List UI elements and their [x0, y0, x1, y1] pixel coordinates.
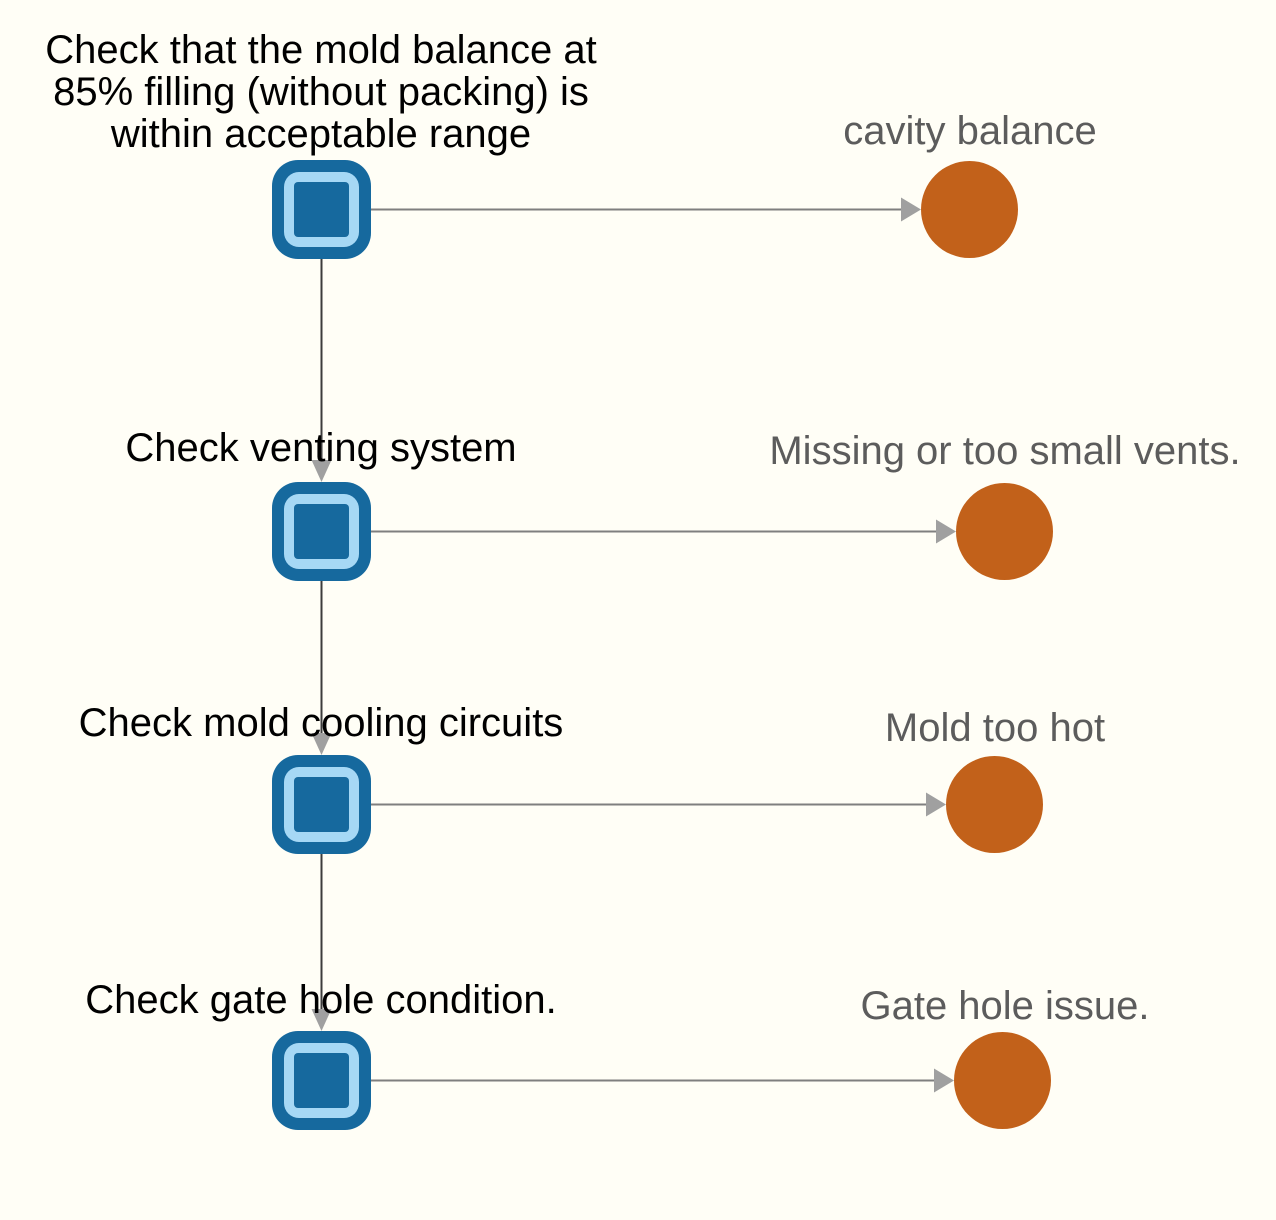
task-label-3: Check mold cooling circuits [78, 701, 564, 745]
task-node-3[interactable] [272, 755, 371, 854]
task-node-3-ring [284, 767, 359, 842]
outcome-label-3: Mold too hot [884, 706, 1106, 750]
task-node-2[interactable] [272, 482, 371, 581]
task-label-2: Check venting system [125, 426, 517, 470]
outcome-label-2: Missing or too small vents. [769, 429, 1241, 473]
arrow-task3-to-outcome3 [371, 792, 946, 817]
task-node-1[interactable] [272, 160, 371, 259]
task-node-1-ring [284, 172, 359, 247]
task-node-2-core [294, 504, 349, 559]
task-node-2-ring [284, 494, 359, 569]
arrow-task4-to-outcome4 [371, 1068, 954, 1093]
outcome-node-1[interactable] [921, 161, 1018, 258]
task-node-4-ring [284, 1043, 359, 1118]
task-node-4[interactable] [272, 1031, 371, 1130]
arrow-task2-to-outcome2 [371, 519, 956, 544]
outcome-label-4: Gate hole issue. [860, 984, 1150, 1028]
task-node-3-core [294, 777, 349, 832]
outcome-label-1: cavity balance [843, 109, 1097, 153]
outcome-node-3[interactable] [946, 756, 1043, 853]
outcome-node-4[interactable] [954, 1032, 1051, 1129]
task-label-1: Check that the mold balance at 85% filli… [45, 28, 597, 156]
outcome-node-2[interactable] [956, 483, 1053, 580]
arrow-task1-to-outcome1 [371, 197, 921, 222]
task-node-1-core [294, 182, 349, 237]
task-label-4: Check gate hole condition. [85, 978, 557, 1022]
task-node-4-core [294, 1053, 349, 1108]
